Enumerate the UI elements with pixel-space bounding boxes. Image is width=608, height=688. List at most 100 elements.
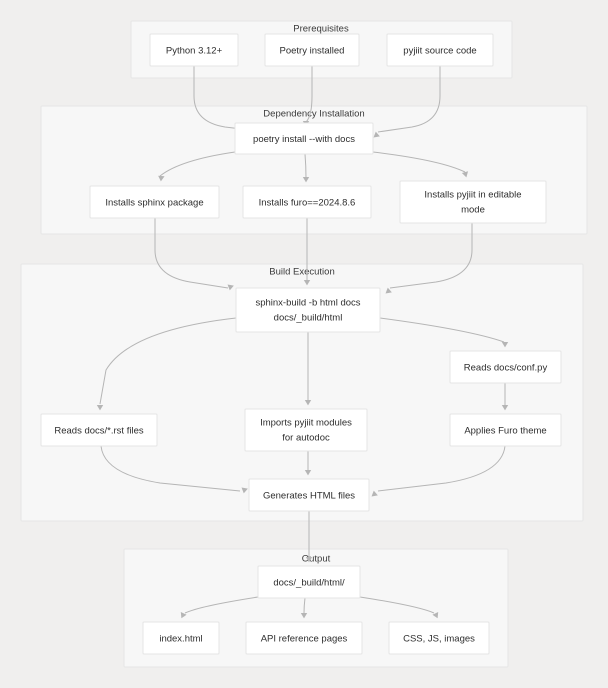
node-label: Reads docs/conf.py [464,363,548,374]
arrowhead [371,490,378,497]
cluster-label: Dependency Installation [263,109,364,120]
arrowhead [227,284,234,291]
node-label-line2: mode [461,205,485,216]
arrowhead [303,280,311,286]
arrowhead [300,613,308,619]
arrowhead [96,405,104,411]
node-box[interactable] [245,621,363,655]
arrowhead [304,470,312,476]
node-poetry[interactable]: Poetry installed [264,33,360,67]
node-furo_theme[interactable]: Applies Furo theme [449,413,562,447]
node-box[interactable] [142,621,220,655]
edge-build_dir-to-index_html [184,596,259,614]
arrowhead-triangle [180,612,187,619]
arrowhead [241,487,248,494]
node-box[interactable] [257,565,361,599]
node-box[interactable] [235,287,381,333]
node-box[interactable] [242,185,372,219]
arrowhead-triangle [303,280,311,286]
node-conf_py[interactable]: Reads docs/conf.py [449,350,562,384]
arrowhead [373,131,380,138]
arrowhead [158,175,165,182]
node-box[interactable] [399,180,547,224]
arrowhead-triangle [373,131,380,138]
node-rst_files[interactable]: Reads docs/*.rst files [40,413,158,447]
arrowhead-triangle [304,470,312,476]
edge-sphinx_build-to-conf_py [379,317,505,343]
arrowhead-triangle [371,490,378,497]
cluster-label: Build Execution [269,267,334,278]
cluster-label: Output [302,554,331,565]
arrowhead-triangle [227,284,234,291]
node-label-line1: sphinx-build -b html docs [255,298,360,309]
node-label-line2: docs/_build/html [274,313,343,324]
arrowhead-triangle [501,405,509,411]
node-sphinx_pkg[interactable]: Installs sphinx package [89,185,220,219]
arrowhead [432,612,439,619]
node-box[interactable] [449,413,562,447]
arrowhead [501,342,509,348]
arrowhead [180,612,187,619]
node-label: poetry install --with docs [253,134,355,145]
arrowhead-triangle [432,612,439,619]
edge-build_dir-to-api_ref [303,597,306,614]
node-label: Applies Furo theme [464,426,546,437]
node-box[interactable] [248,478,370,512]
node-label-line2: for autodoc [282,433,330,444]
node-source[interactable]: pyjiit source code [386,33,494,67]
node-box[interactable] [386,33,494,67]
node-gen_html[interactable]: Generates HTML files [248,478,370,512]
cluster-label: Prerequisites [293,24,349,35]
node-box[interactable] [244,408,368,452]
node-furo_pkg[interactable]: Installs furo==2024.8.6 [242,185,372,219]
arrowhead [461,171,469,178]
node-label: docs/_build/html/ [273,578,345,589]
node-group: Python 3.12+ Poetry installed pyjiit sourc… [40,33,562,655]
arrowhead [302,177,310,183]
arrowhead-triangle [302,177,310,183]
node-sphinx_build[interactable]: sphinx-build -b html docs docs/_build/htm… [235,287,381,333]
arrowhead-triangle [158,175,165,182]
edge-build_dir-to-assets [359,596,435,614]
node-box[interactable] [388,621,490,655]
node-label: pyjiit source code [403,46,476,57]
node-label: Installs sphinx package [105,198,203,209]
node-poetry_cmd[interactable]: poetry install --with docs [234,122,374,155]
arrowhead-triangle [241,487,248,494]
arrowhead [385,287,392,294]
node-build_dir[interactable]: docs/_build/html/ [257,565,361,599]
cluster-build_execution: Build Execution [20,263,584,522]
node-assets[interactable]: CSS, JS, images [388,621,490,655]
node-label: Poetry installed [280,46,345,57]
arrowhead-triangle [300,613,308,619]
edge-source-to-poetry_cmd [377,66,441,133]
node-api_ref[interactable]: API reference pages [245,621,363,655]
node-index_html[interactable]: index.html [142,621,220,655]
node-label: Generates HTML files [263,491,355,502]
arrowhead-triangle [96,405,104,411]
node-box[interactable] [149,33,239,67]
node-label: CSS, JS, images [403,634,475,645]
node-box[interactable] [40,413,158,447]
edge-poetry_cmd-to-sphinx_pkg [159,151,236,177]
node-label: Installs furo==2024.8.6 [259,198,356,209]
arrowhead [501,405,509,411]
node-python[interactable]: Python 3.12+ [149,33,239,67]
edge-rst_files-to-gen_html [100,445,241,492]
arrowhead [305,557,313,563]
node-box[interactable] [89,185,220,219]
cluster-box [20,263,584,522]
edge-pyjiit_pkg-to-sphinx_build [389,223,473,289]
node-box[interactable] [264,33,360,67]
node-label: Python 3.12+ [166,46,223,57]
arrowhead-triangle [385,287,392,294]
arrowhead-triangle [305,557,313,563]
node-box[interactable] [449,350,562,384]
edge-poetry_cmd-to-pyjiit_pkg [372,151,466,173]
node-box[interactable] [234,122,374,155]
arrowhead-triangle [501,342,509,348]
edge-poetry_cmd-to-furo_pkg [304,153,307,179]
